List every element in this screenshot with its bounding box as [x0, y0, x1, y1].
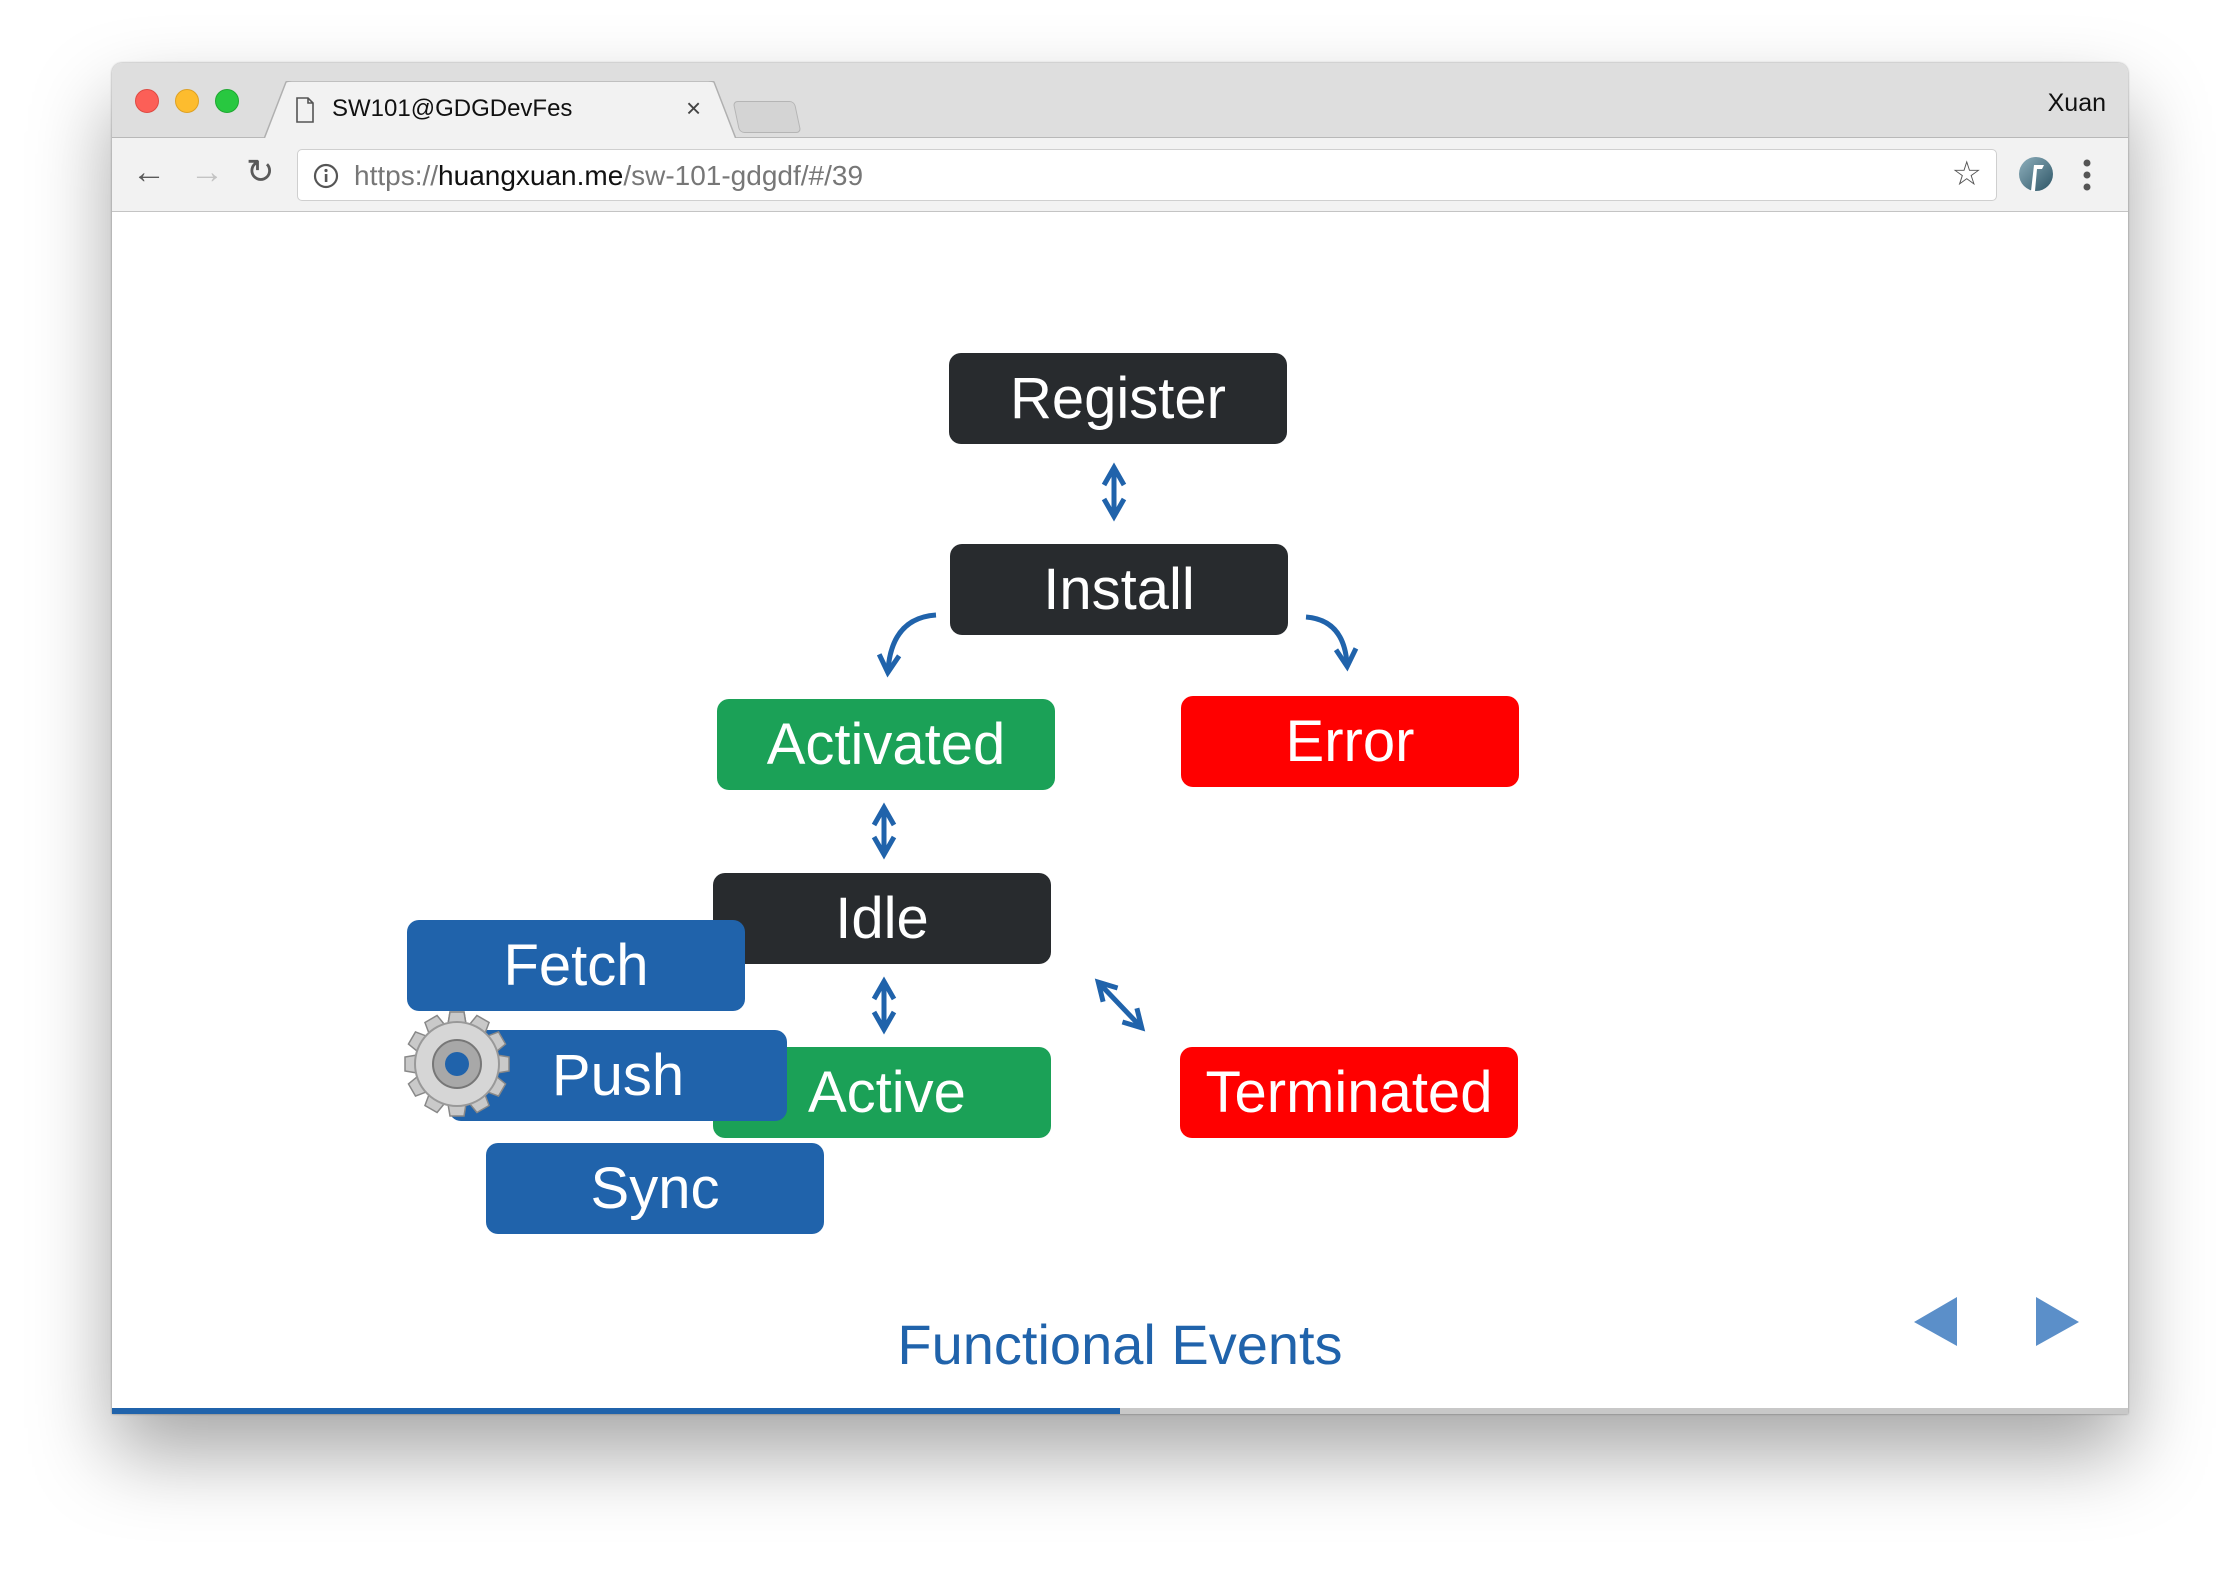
state-install: Install [950, 544, 1288, 635]
url-host: huangxuan.me [438, 160, 624, 191]
url-scheme: https:// [354, 160, 439, 191]
new-tab-button[interactable] [732, 101, 802, 133]
slide-caption: Functional Events [897, 1313, 1343, 1376]
back-icon[interactable]: ← [132, 153, 166, 191]
reload-icon[interactable]: ↻ [246, 153, 275, 191]
page-icon [296, 97, 314, 123]
browser-window: SW101@GDGDevFest2016 - ( × Xuan ← → ↻ ht… [112, 63, 2128, 1414]
toolbar: ← → ↻ https://huangxuan.me/sw-101-gdgdf/… [112, 138, 2128, 212]
close-window-button[interactable] [135, 89, 159, 113]
event-sync: Sync [486, 1143, 824, 1234]
maximize-window-button[interactable] [215, 89, 239, 113]
state-activated: Activated [717, 699, 1055, 790]
arrow-install-activated [876, 612, 937, 678]
slide-progress-fill [112, 1408, 1120, 1414]
extension-icon[interactable] [2018, 156, 2054, 192]
info-icon[interactable] [312, 162, 340, 190]
state-error: Error [1181, 696, 1519, 787]
menu-icon[interactable] [2082, 158, 2092, 192]
prev-slide-icon [1914, 1297, 1957, 1346]
state-register: Register [949, 353, 1287, 444]
profile-name[interactable]: Xuan [2047, 89, 2106, 117]
star-icon[interactable]: ☆ [1951, 155, 1982, 193]
state-active: Active [713, 1047, 1051, 1138]
gear-icon [404, 1011, 510, 1117]
forward-icon[interactable]: → [190, 153, 224, 191]
state-idle: Idle [713, 873, 1051, 964]
tab-close-button[interactable]: × [686, 93, 702, 123]
event-fetch: Fetch [407, 920, 745, 1011]
arrow-idle-terminated [1094, 978, 1146, 1032]
state-terminated: Terminated [1180, 1047, 1518, 1138]
url-path: /sw-101-gdgdf/#/39 [623, 160, 864, 191]
next-slide-icon [2036, 1297, 2079, 1346]
tab-title: SW101@GDGDevFest2016 - ( [332, 95, 572, 122]
slide: Register Install Activated Error Idle Ac… [112, 212, 2128, 1414]
address-bar[interactable]: https://huangxuan.me/sw-101-gdgdf/#/39 ☆ [297, 149, 1997, 201]
browser-tab[interactable] [264, 81, 736, 139]
minimize-window-button[interactable] [175, 89, 199, 113]
url-text[interactable]: https://huangxuan.me/sw-101-gdgdf/#/39 [354, 160, 863, 192]
slide-progress-bar [112, 1408, 2128, 1414]
title-bar: SW101@GDGDevFest2016 - ( × Xuan [112, 63, 2128, 139]
arrow-install-error [1305, 614, 1359, 672]
diagram-arrows [404, 462, 2079, 1346]
